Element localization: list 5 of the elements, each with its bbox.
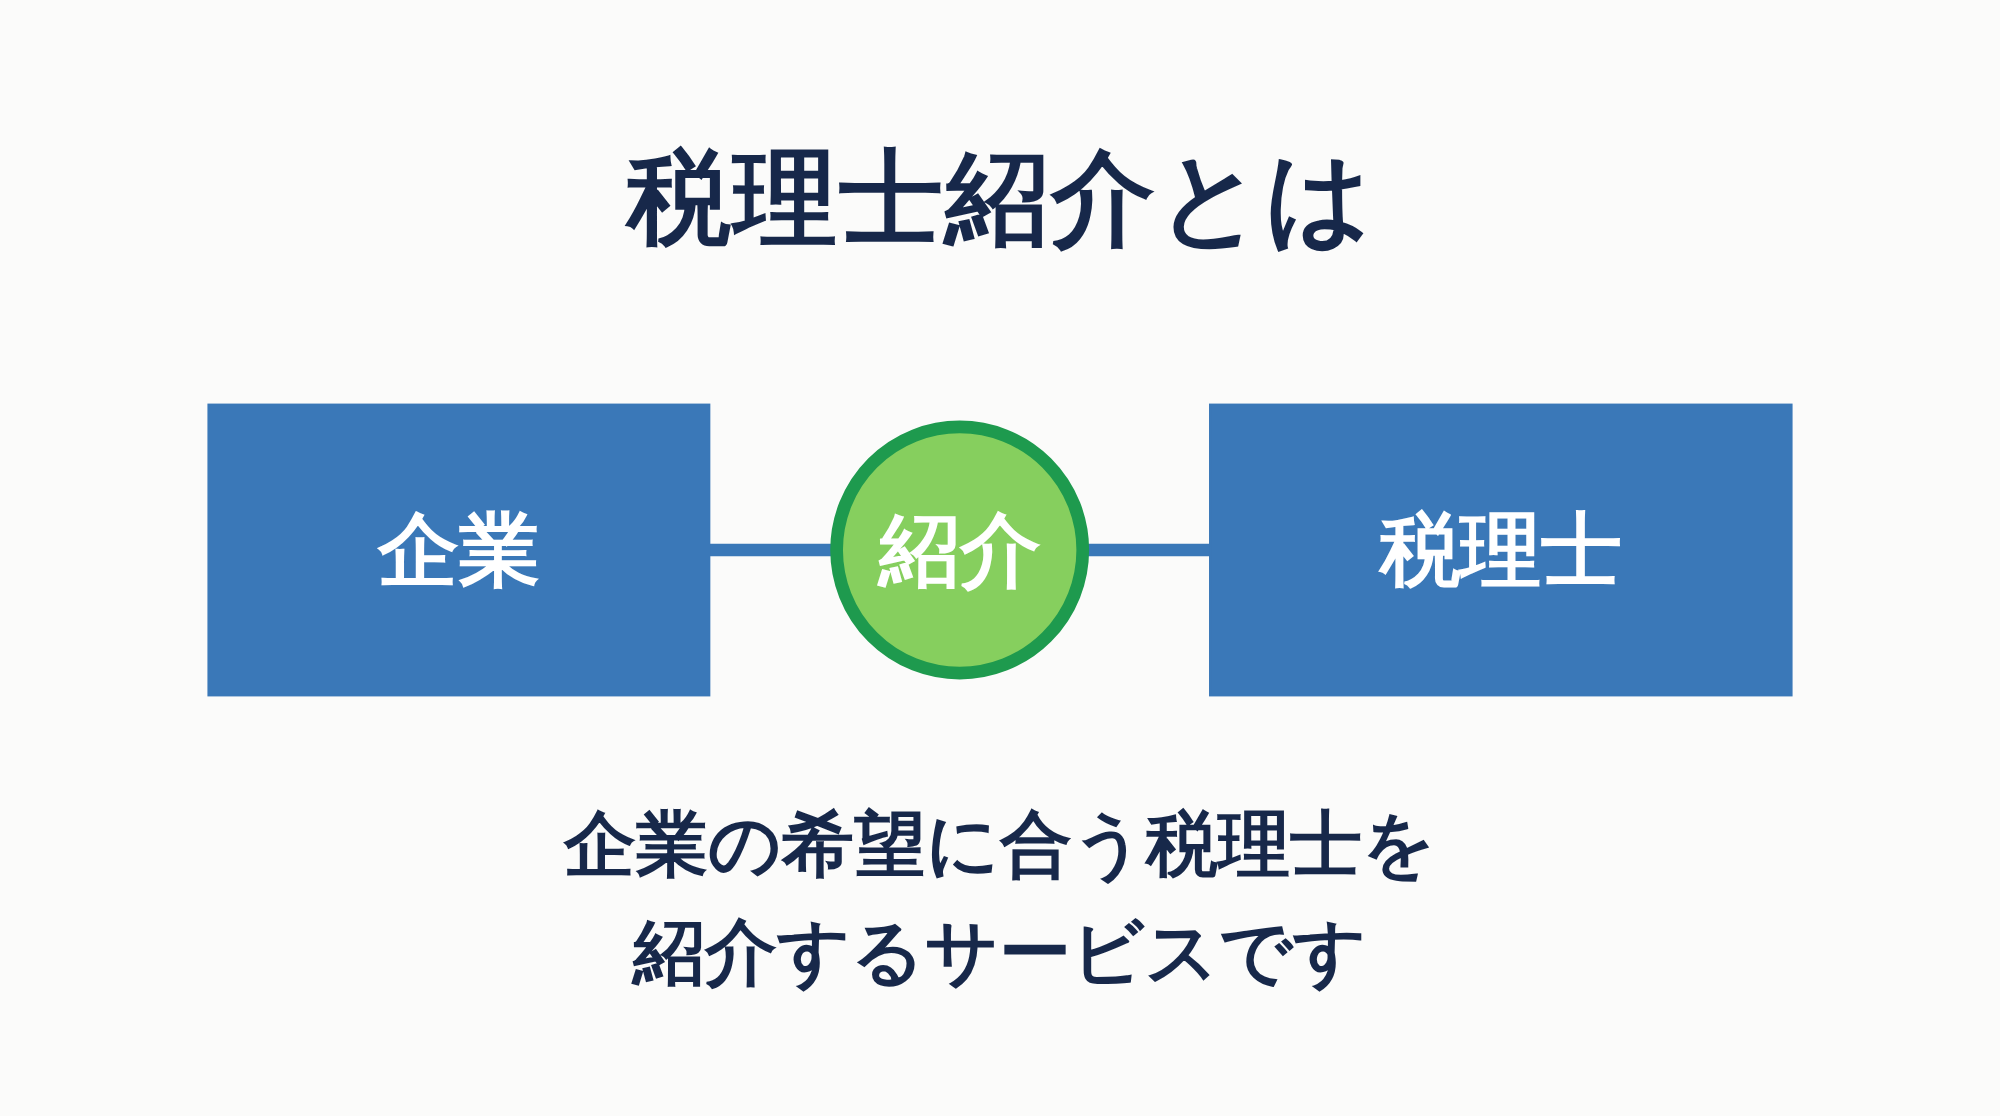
node-box: 企業 [207, 403, 711, 697]
diagram-title: 税理士紹介とは [627, 137, 1373, 259]
node-box: 税理士 [1209, 403, 1793, 697]
node-circle: 紹介 [830, 420, 1090, 680]
diagram-caption: 企業の希望に合う税理士を紹介するサービスです [562, 801, 1437, 996]
